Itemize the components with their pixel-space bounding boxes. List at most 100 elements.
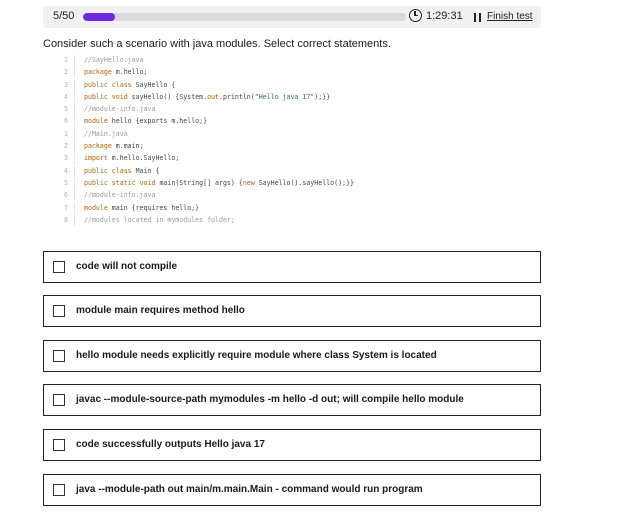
line-number: 3: [64, 80, 68, 89]
code-token: main(String[] args) {: [155, 178, 243, 187]
gutter-divider: [74, 190, 75, 202]
code-text: public class SayHello {: [84, 79, 175, 91]
answer-checkbox[interactable]: [53, 439, 65, 451]
code-token: package: [84, 142, 112, 151]
code-token: sayHello() {System.: [127, 92, 208, 101]
finish-test-link[interactable]: Finish test: [487, 11, 533, 22]
line-number: 3: [64, 154, 68, 163]
code-token: module: [84, 203, 108, 212]
code-text: module main {requires hello;}: [84, 202, 199, 214]
answer-checkbox[interactable]: [53, 394, 65, 406]
pause-icon[interactable]: [474, 13, 481, 22]
answer-option[interactable]: module main requires method hello: [43, 295, 541, 327]
code-line: 4 public void sayHello() {System.out.prin…: [60, 91, 530, 103]
line-number: 4: [64, 92, 68, 101]
progress-bar: [83, 13, 406, 21]
code-line: 3 import m.hello.SayHello;: [60, 152, 530, 165]
code-text: package m.main;: [84, 140, 144, 152]
code-text: //SayHello.java: [84, 54, 144, 66]
code-line: 6 module hello {exports m.hello;}: [60, 115, 530, 128]
code-line: 7 module main {requires hello;}: [60, 202, 530, 214]
answer-option-label: module main requires method hello: [76, 305, 245, 316]
gutter-divider: [74, 104, 75, 116]
answer-option-label: code will not compile: [76, 261, 178, 272]
line-number: 8: [64, 215, 68, 224]
test-header-bar: 5/50 1:29:31 Finish test: [43, 6, 541, 28]
answer-option[interactable]: javac --module-source-path mymodules -m …: [43, 384, 541, 416]
code-token: m.hello.SayHello;: [107, 154, 180, 163]
code-block: 1 //SayHello.java 2 package m.hello; 3 public…: [60, 54, 530, 226]
answer-option[interactable]: hello module needs explicitly require mo…: [43, 340, 541, 372]
code-text: public class Main {: [84, 165, 159, 177]
code-token: Main {: [131, 166, 160, 175]
answer-option[interactable]: code successfully outputs Hello java 17: [43, 429, 541, 461]
code-text: public void sayHello() {System.out.print…: [84, 91, 330, 103]
code-token: //Main.java: [84, 129, 128, 138]
line-number: 5: [64, 178, 68, 187]
code-text: package m.hello;: [84, 66, 148, 78]
code-token: main {requires hello;}: [107, 203, 200, 212]
code-text: public static void main(String[] args) {…: [84, 177, 354, 189]
gutter-divider: [74, 91, 75, 103]
line-number: 2: [64, 142, 68, 151]
answer-option-label: javac --module-source-path mymodules -m …: [76, 394, 464, 405]
gutter-divider: [74, 214, 75, 226]
line-number: 2: [64, 68, 68, 77]
code-token: .println(: [219, 92, 255, 101]
gutter-divider: [74, 202, 75, 214]
answer-checkbox[interactable]: [53, 350, 65, 362]
code-token: out: [207, 92, 219, 101]
answer-checkbox[interactable]: [53, 305, 65, 317]
progress-bar-fill: [83, 13, 116, 21]
code-token: module: [84, 117, 108, 126]
line-number: 6: [64, 117, 68, 126]
code-token: //SayHello.java: [84, 56, 144, 64]
code-line: 5 //module-info.java: [60, 103, 530, 116]
code-token: m.hello;: [111, 68, 148, 77]
line-number: 6: [64, 191, 68, 200]
code-line: 4 public class Main {: [60, 165, 530, 177]
answer-option[interactable]: code will not compile: [43, 251, 541, 283]
timer: 1:29:31: [426, 10, 463, 22]
code-token: "Hello java 17": [254, 92, 315, 101]
answer-option[interactable]: java --module-path out main/m.main.Main …: [43, 474, 541, 506]
clock-icon: [409, 9, 422, 22]
code-text: //module-info.java: [84, 103, 155, 115]
answer-option-label: java --module-path out main/m.main.Main …: [76, 484, 423, 495]
gutter-divider: [74, 128, 75, 140]
code-token: //module-info.java: [84, 191, 156, 200]
code-line: 1 //SayHello.java: [60, 54, 530, 66]
gutter-divider: [74, 153, 75, 165]
code-token: //module-info.java: [84, 105, 156, 114]
code-line: 2 package m.hello;: [60, 66, 530, 79]
gutter-divider: [74, 141, 75, 153]
code-token: SayHello().sayHello();}}: [254, 178, 354, 187]
code-token: public void: [84, 92, 128, 101]
code-line: 6 //module-info.java: [60, 189, 530, 202]
answer-checkbox[interactable]: [53, 484, 65, 496]
question-counter: 5/50: [53, 10, 75, 22]
code-text: //modules located in mymodules folder;: [84, 214, 235, 226]
code-token: package: [84, 68, 112, 77]
answer-checkbox[interactable]: [53, 261, 65, 273]
code-token: import: [84, 154, 108, 163]
answer-option-label: hello module needs explicitly require mo…: [76, 350, 437, 361]
code-token: public class: [84, 80, 132, 89]
code-line: 3 public class SayHello {: [60, 79, 530, 91]
code-token: hello {exports m.hello;}: [107, 117, 208, 126]
code-line: 1//Main.java: [60, 128, 530, 140]
code-token: );}}: [314, 92, 331, 101]
line-number: 5: [64, 105, 68, 114]
code-text: //Main.java: [84, 128, 128, 140]
gutter-divider: [74, 165, 75, 177]
answer-option-label: code successfully outputs Hello java 17: [76, 439, 265, 450]
line-number: 7: [64, 203, 68, 212]
line-number: 4: [64, 166, 68, 175]
code-text: module hello {exports m.hello;}: [84, 115, 207, 127]
gutter-divider: [74, 177, 75, 189]
line-number: 1: [64, 56, 68, 64]
code-token: public static void: [84, 178, 156, 187]
gutter-divider: [74, 116, 75, 128]
code-token: //modules located in mymodules folder;: [84, 215, 235, 224]
code-text: //module-info.java: [84, 189, 155, 201]
